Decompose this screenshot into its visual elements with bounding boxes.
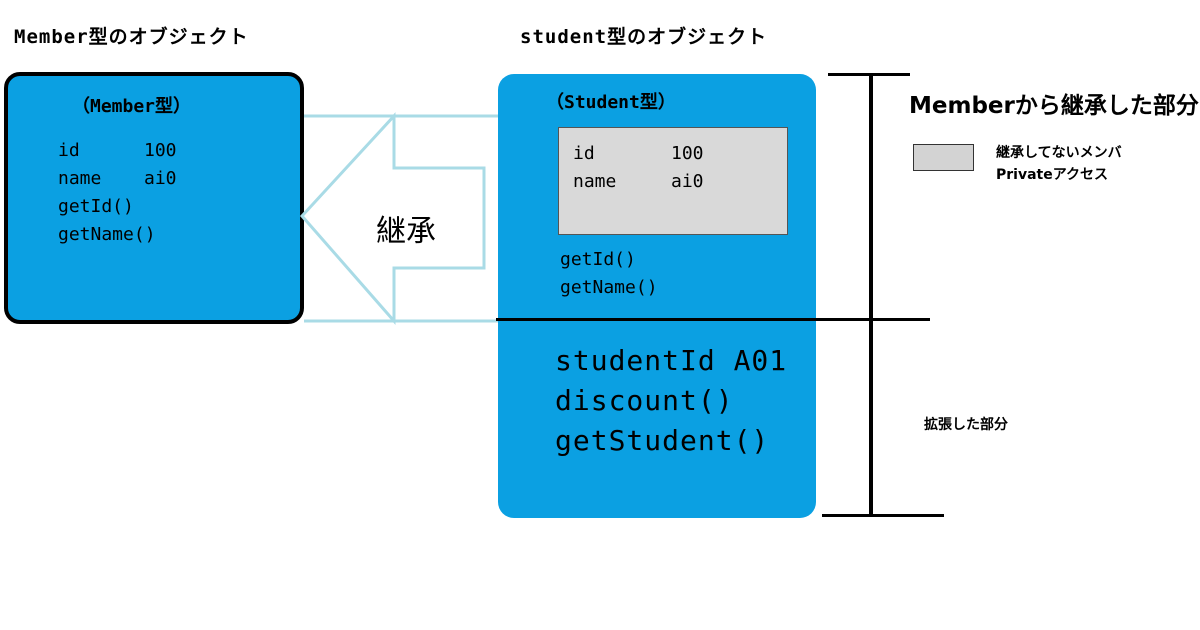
bracket-top-tick [828, 73, 910, 76]
student-object-title: student型のオブジェクト [520, 26, 768, 48]
arrow-shape [299, 112, 486, 325]
arrow-rails [304, 114, 500, 323]
extended-field-studentid: studentId A01 [555, 344, 788, 377]
bracket-vertical-line [869, 74, 873, 516]
student-field-id-name: id [573, 143, 595, 164]
student-extended-members: studentId A01 discount() getStudent() [555, 341, 787, 461]
student-field-id-value: 100 [671, 143, 704, 164]
private-legend-text: 継承してないメンバ Privateアクセス [996, 142, 1122, 186]
member-field-id-value: 100 [144, 140, 177, 161]
member-field-name-name: name [58, 168, 102, 189]
extended-part-label: 拡張した部分 [924, 417, 1008, 433]
inheritance-arrow [299, 112, 500, 325]
member-method-getid: getId() [58, 196, 134, 217]
member-field-id-name: id [58, 140, 80, 161]
extended-method-discount: discount() [555, 384, 734, 417]
member-field-id: id 100 [58, 137, 177, 165]
private-legend-swatch [913, 144, 974, 171]
student-field-name: name ai0 [573, 168, 704, 196]
extended-method-getstudent: getStudent() [555, 424, 770, 457]
member-field-name: name ai0 [58, 165, 177, 193]
student-field-id: id 100 [573, 140, 704, 168]
member-fields: id 100 name ai0 getId() getName() [58, 137, 177, 249]
member-field-name-value: ai0 [144, 168, 177, 189]
student-inherited-methods: getId() getName() [560, 246, 658, 302]
member-type-label: （Member型） [72, 96, 192, 117]
inheritance-label: 継承 [376, 214, 436, 249]
student-field-name-name: name [573, 171, 617, 192]
inherited-extended-divider [496, 318, 930, 321]
member-object-title: Member型のオブジェクト [14, 26, 249, 48]
student-method-getid: getId() [560, 249, 636, 270]
member-object-box [4, 72, 304, 324]
student-method-getname: getName() [560, 277, 658, 298]
bracket-bottom-tick [822, 514, 944, 517]
member-method-getname: getName() [58, 224, 156, 245]
private-members-box [558, 127, 788, 235]
legend-line-1: 継承してないメンバ [996, 145, 1122, 161]
legend-line-2: Privateアクセス [996, 167, 1109, 183]
student-private-fields: id 100 name ai0 [573, 140, 704, 196]
student-type-label: （Student型） [546, 92, 676, 113]
inherited-part-label: Memberから継承した部分 [909, 93, 1199, 119]
student-field-name-value: ai0 [671, 171, 704, 192]
